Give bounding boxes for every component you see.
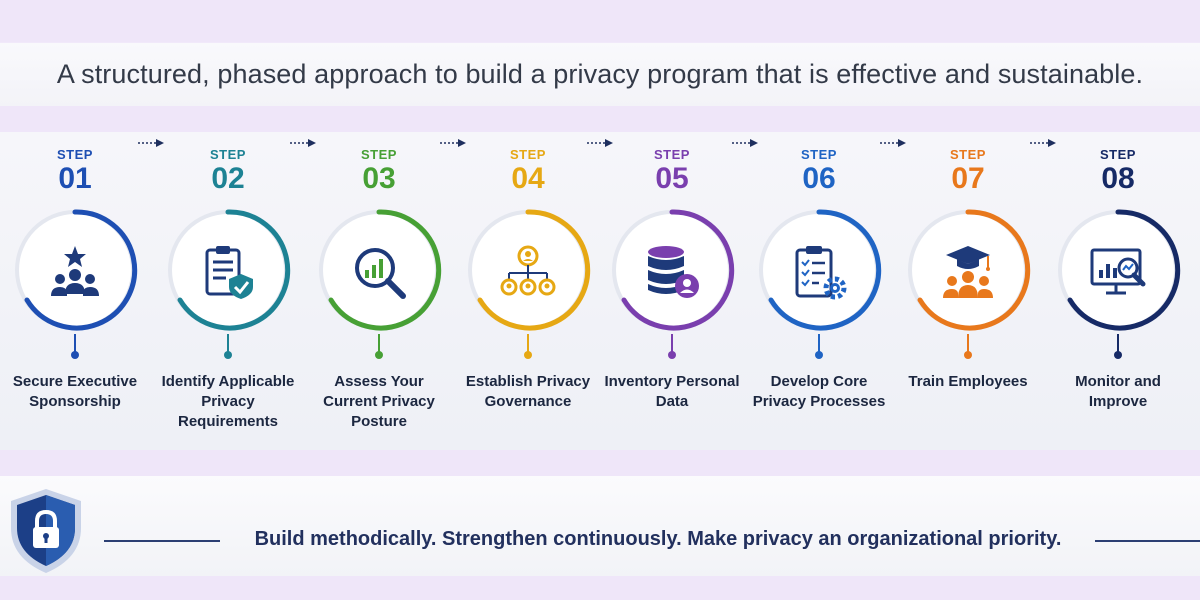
step-label: STEP xyxy=(654,147,690,162)
step-06: STEP 06 Develop Core Privacy Processes xyxy=(744,132,894,450)
step-dot xyxy=(224,351,232,359)
step-connector xyxy=(818,334,820,352)
step-number: 08 xyxy=(1101,162,1135,195)
step-title: Inventory Personal Data xyxy=(604,373,740,410)
step-dot xyxy=(71,351,79,359)
step-connector xyxy=(671,334,673,352)
step-label: STEP xyxy=(1100,147,1136,162)
step-title: Identify Applicable Privacy Requirements xyxy=(161,373,295,430)
step-dot xyxy=(1114,351,1122,359)
step-connector xyxy=(1117,334,1119,352)
page-title: A structured, phased approach to build a… xyxy=(56,59,1144,89)
flow-arrow xyxy=(1030,138,1056,148)
step-title: Secure Executive Sponsorship xyxy=(12,373,138,410)
step-label: STEP xyxy=(361,147,397,162)
step-05: STEP 05 Inventory Personal Data xyxy=(597,132,747,450)
step-label: STEP xyxy=(950,147,986,162)
step-04: STEP 04 Establish Privacy Governance xyxy=(453,132,603,450)
step-label: STEP xyxy=(210,147,246,162)
step-dot xyxy=(815,351,823,359)
graduation-team-icon xyxy=(938,242,998,302)
step-02: STEP 02 Identify Applicable Privacy Requ… xyxy=(153,132,303,450)
flow-arrow xyxy=(732,138,758,148)
divider-band xyxy=(0,106,1200,132)
step-title: Train Employees xyxy=(908,373,1028,390)
step-connector xyxy=(527,334,529,352)
footer-tagline: Build methodically. Strengthen continuou… xyxy=(254,528,1062,550)
step-number: 03 xyxy=(362,162,396,195)
step-dot xyxy=(964,351,972,359)
step-number: 07 xyxy=(951,162,985,195)
bottom-band xyxy=(0,576,1200,600)
checklist-gear-icon xyxy=(789,242,849,302)
flow-arrow xyxy=(587,138,613,148)
flow-arrow xyxy=(880,138,906,148)
org-chart-icon xyxy=(498,242,558,302)
flow-arrow xyxy=(138,138,164,148)
step-title: Establish Privacy Governance xyxy=(465,373,591,410)
step-connector xyxy=(74,334,76,352)
step-connector xyxy=(227,334,229,352)
step-ring xyxy=(904,206,1032,334)
step-title: Assess Your Current Privacy Posture xyxy=(323,373,435,430)
footer-bar xyxy=(0,476,1200,576)
padlock-shield-icon xyxy=(6,486,86,576)
flow-arrow xyxy=(290,138,316,148)
step-01: STEP 01 Secure Executive Sponsorship xyxy=(0,132,150,450)
step-title: Monitor and Improve xyxy=(1075,373,1161,410)
step-title: Develop Core Privacy Processes xyxy=(752,373,886,410)
step-ring xyxy=(608,206,736,334)
step-dot xyxy=(524,351,532,359)
step-08: STEP 08 Monitor and Improve xyxy=(1043,132,1193,450)
step-number: 05 xyxy=(655,162,689,195)
step-dot xyxy=(375,351,383,359)
step-dot xyxy=(668,351,676,359)
checklist-shield-icon xyxy=(198,242,258,302)
step-number: 01 xyxy=(58,162,92,195)
step-03: STEP 03 Assess Your Current Privacy Post… xyxy=(304,132,454,450)
step-ring xyxy=(755,206,883,334)
executive-team-icon xyxy=(45,242,105,302)
footer-divider-right xyxy=(1095,540,1200,542)
step-label: STEP xyxy=(510,147,546,162)
top-band xyxy=(0,0,1200,42)
step-number: 04 xyxy=(511,162,545,195)
step-connector xyxy=(967,334,969,352)
divider-band xyxy=(0,450,1200,476)
database-user-icon xyxy=(642,242,702,302)
monitor-analytics-icon xyxy=(1088,242,1148,302)
magnifier-chart-icon xyxy=(349,242,409,302)
step-number: 02 xyxy=(211,162,245,195)
step-label: STEP xyxy=(801,147,837,162)
step-connector xyxy=(378,334,380,352)
title-bar: A structured, phased approach to build a… xyxy=(0,43,1200,106)
step-07: STEP 07 Train Employees xyxy=(893,132,1043,450)
step-label: STEP xyxy=(57,147,93,162)
flow-arrow xyxy=(440,138,466,148)
footer-divider-left xyxy=(104,540,220,542)
step-number: 06 xyxy=(802,162,836,195)
